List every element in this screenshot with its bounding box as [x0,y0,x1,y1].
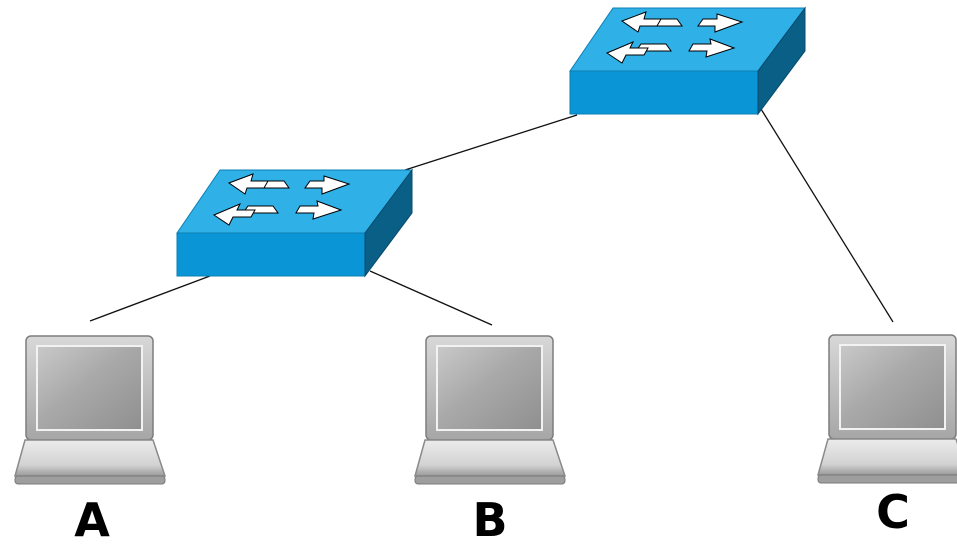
laptop-c-icon [817,334,957,484]
switch-top-icon [569,7,806,115]
laptop-c-label: C [876,485,910,539]
laptop-b-icon [414,335,566,485]
link-switch-left-to-laptop-a [89,275,211,322]
switch-left-icon [176,169,413,277]
laptop-b-label: B [472,493,508,547]
laptop-a-label: A [74,493,110,547]
link-switch-top-to-laptop-c [760,108,894,323]
link-switch-left-to-laptop-b [369,270,493,326]
laptop-a-icon [14,335,166,485]
link-switch-left-to-switch-top [404,114,578,171]
